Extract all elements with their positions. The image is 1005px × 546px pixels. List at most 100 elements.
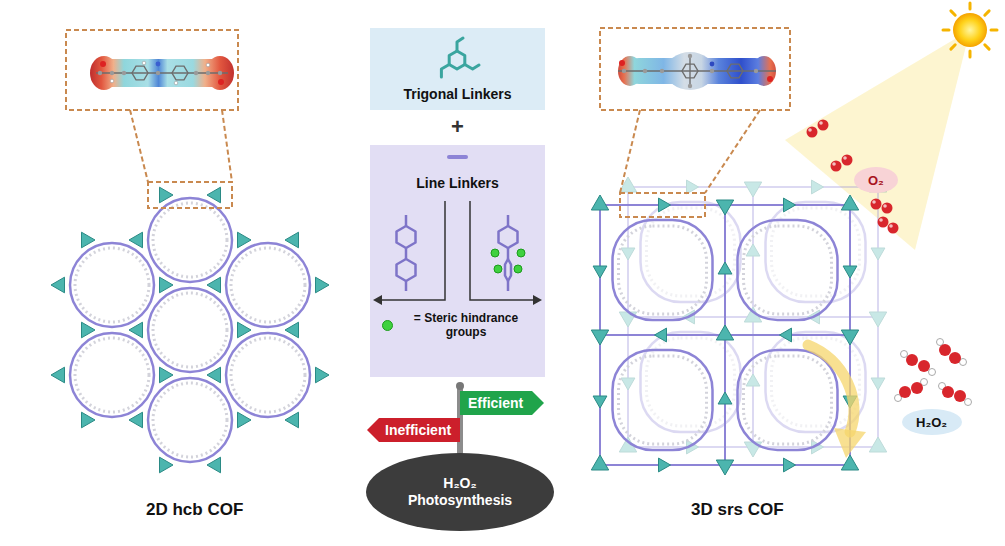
oxygen-molecules [882, 203, 893, 214]
ball-stick-model [622, 69, 626, 73]
ball-stick-model [98, 71, 102, 75]
zoom-frame [705, 110, 760, 193]
atom-ring [75, 248, 149, 322]
linker-ring [148, 378, 232, 462]
peroxide-oxygens [899, 386, 911, 398]
legend-item: = Steric hindrance groups [382, 311, 535, 340]
srs-framework [591, 195, 858, 475]
trigonal-node [285, 232, 299, 248]
trigonal-node [593, 396, 607, 408]
linker-panel: Trigonal Linkers [370, 28, 545, 110]
sun-rays [991, 29, 997, 32]
trigonal-node [871, 248, 885, 260]
line-linker-icons [517, 249, 525, 257]
linker-ring [148, 198, 232, 282]
ball-stick-model [767, 76, 773, 82]
ellipse-fill [366, 453, 554, 531]
sun-rays [985, 11, 989, 15]
esp-surface [90, 56, 234, 90]
molecule-highlights [889, 224, 893, 228]
structure-caption: 2D hcb COF [146, 500, 243, 520]
ball-stick-model [688, 84, 692, 88]
linker-ring [226, 333, 310, 417]
trigonal-node [593, 266, 607, 278]
linker-ring [613, 220, 713, 320]
peroxide-oxygens [906, 354, 918, 366]
zoom-frame [66, 30, 238, 110]
ball-stick-model [174, 81, 178, 85]
trigonal-node [82, 232, 96, 248]
sun-rays [985, 45, 989, 49]
trigonal-node [207, 457, 221, 473]
atom-ring [744, 226, 832, 314]
ball-stick-model [618, 54, 776, 88]
trigonal-node [621, 248, 635, 260]
hcb-framework [51, 187, 329, 473]
trigonal-linker-icon [449, 51, 465, 69]
sign-arrow: Inefficient [367, 418, 460, 442]
trigonal-node [316, 277, 330, 293]
trigonal-linker-icon [465, 65, 479, 70]
esp-surface [206, 56, 234, 90]
zoom-frame [620, 193, 705, 217]
plus-sign: + [451, 114, 464, 140]
trigonal-node [51, 367, 65, 383]
ball-stick-model [218, 71, 222, 75]
ball-stick-model [156, 71, 160, 75]
sun-rays [969, 3, 972, 9]
molecule-highlights [808, 128, 812, 132]
trigonal-node [659, 198, 671, 212]
trigonal-node [238, 412, 252, 428]
hydrogen-atoms [929, 369, 936, 376]
ball-stick-model [100, 61, 106, 67]
trigonal-node [591, 455, 608, 470]
molecule-highlights [843, 156, 847, 160]
sun-rays [951, 45, 955, 49]
line-linker-icons [405, 215, 408, 226]
trigonal-node [744, 182, 761, 197]
ball-stick-model [110, 61, 210, 85]
node-label: Line Linkers [416, 175, 498, 192]
zoom-frame [222, 110, 232, 182]
base-ellipse: H₂O₂ Photosynthesis [366, 453, 554, 531]
hydrogen-atoms [901, 351, 908, 358]
sun-rays [951, 11, 955, 15]
trigonal-node [621, 378, 635, 390]
ball-stick-model [689, 56, 690, 86]
ball-stick-model [206, 63, 210, 67]
trigonal-node [869, 312, 886, 327]
oxygen-molecules [878, 217, 889, 228]
molecule-highlights [808, 121, 893, 228]
zoom-frame [600, 28, 790, 217]
sun-rays [943, 3, 997, 57]
sign-arrow: Efficient [460, 391, 544, 415]
line-linker-icons [491, 249, 525, 273]
ball-stick-model [194, 71, 198, 75]
molecule-highlights [883, 204, 887, 208]
line-linker-icons [380, 201, 535, 300]
trigonal-node [207, 187, 221, 203]
trigonal-node [285, 322, 299, 338]
trigonal-linker-icon [457, 38, 463, 51]
trigonal-node [160, 277, 174, 293]
ball-stick-model [710, 62, 715, 67]
atom-ring [153, 383, 227, 457]
line-linker-icons [470, 201, 535, 300]
trigonal-node [780, 328, 792, 342]
ball-stick-model [96, 66, 228, 80]
atom-ring [619, 356, 707, 444]
ball-stick-model [218, 79, 224, 85]
linker-ring [226, 243, 310, 327]
trigonal-node [841, 455, 858, 470]
trigonal-node [129, 322, 143, 338]
linker-panel: Line Linkers = Steric hindrance groups [370, 145, 545, 377]
molecule-highlights [819, 121, 823, 125]
arrow-sign-fill [367, 418, 460, 442]
molecule-highlights [832, 162, 836, 166]
peroxide-oxygens [942, 386, 954, 398]
peroxide-oxygens [939, 344, 951, 356]
linker-ring [738, 220, 838, 320]
line-linker-icons [397, 259, 416, 281]
linker-ring [148, 288, 232, 372]
atom-ring [75, 338, 149, 412]
